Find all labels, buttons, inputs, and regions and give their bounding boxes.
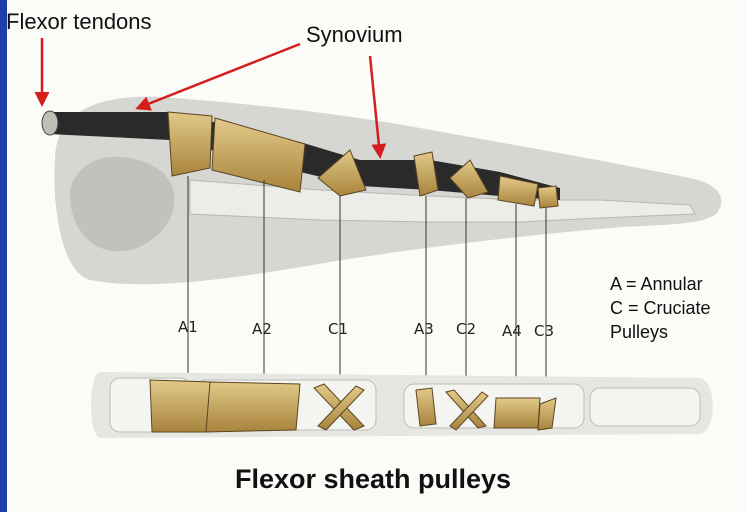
pulley-c3-upper: [538, 186, 558, 208]
pulley-a4-lower: [494, 398, 540, 428]
legend-cruciate: C = Cruciate: [610, 296, 711, 320]
legend-annular: A = Annular: [610, 272, 711, 296]
pulley-a3-lower: [416, 388, 436, 426]
pulley-label-c3: C3: [534, 322, 554, 340]
slide-title: Flexor sheath pulleys: [0, 464, 746, 495]
pulley-a1-upper: [168, 112, 212, 176]
pulley-label-a1: A1: [178, 318, 198, 336]
pulley-label-a4: A4: [502, 322, 522, 340]
pulley-a2-lower: [206, 382, 300, 432]
pulley-label-a3: A3: [414, 320, 434, 338]
legend: A = Annular C = Cruciate Pulleys: [610, 272, 711, 344]
legend-pulleys: Pulleys: [610, 320, 711, 344]
pulley-a1-lower: [150, 380, 212, 432]
pulley-label-a2: A2: [252, 320, 272, 338]
label-synovium: Synovium: [306, 22, 403, 48]
arrow-synovium-1: [138, 44, 300, 108]
pulley-label-c2: C2: [456, 320, 476, 338]
label-flexor-tendons: Flexor tendons: [6, 9, 152, 35]
pulley-label-c1: C1: [328, 320, 348, 338]
